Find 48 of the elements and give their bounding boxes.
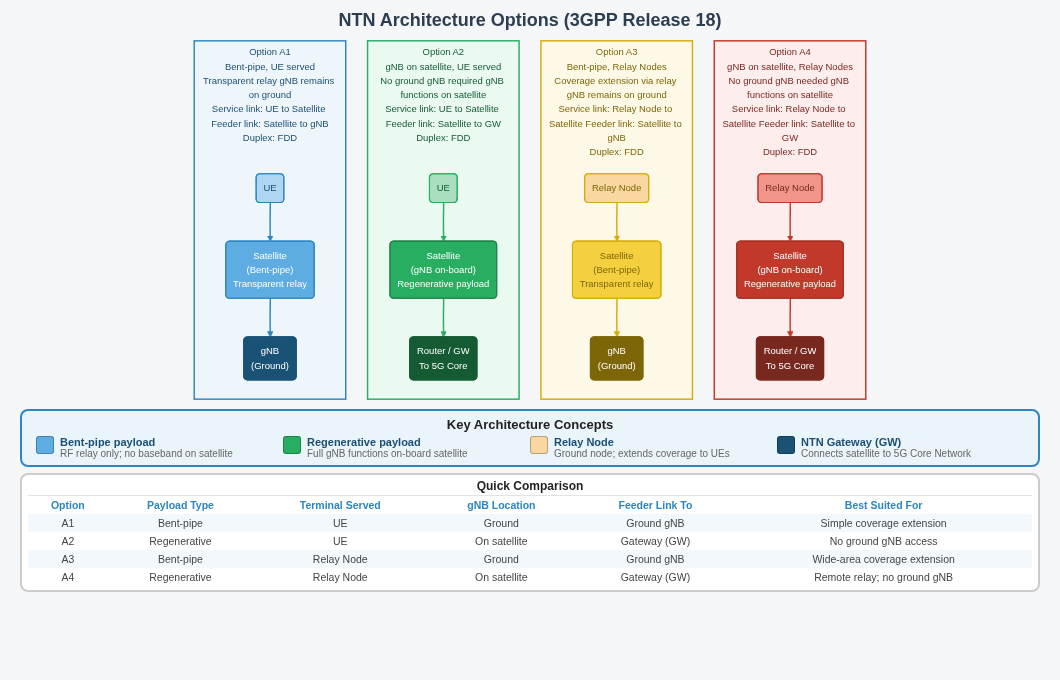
table-cell: A3 — [28, 550, 108, 568]
arrow — [787, 297, 794, 338]
table-cell: UE — [253, 514, 428, 532]
table-cell: On satellite — [427, 568, 576, 586]
table-cell: Gateway (GW) — [575, 568, 736, 586]
table-cell: Bent-pipe — [107, 550, 254, 568]
arrow — [267, 202, 274, 242]
table-cell: Ground gNB — [575, 514, 736, 532]
table-cell: No ground gNB access — [735, 532, 1032, 550]
legend-text: Bent-pipe payload — [60, 436, 156, 448]
table-cell: A4 — [28, 568, 108, 586]
arrow — [613, 202, 621, 242]
legend-description: Full gNB functions on-board satellite — [307, 448, 468, 459]
table-cell: Ground gNB — [575, 550, 736, 568]
diagram-title: NTN Architecture Options (3GPP Release 18) — [337, 10, 723, 31]
arrow — [787, 202, 794, 242]
table-cell: Relay Node — [253, 550, 428, 568]
legend-description: RF relay only; no baseband on satellite — [60, 448, 233, 459]
arrow — [613, 297, 621, 338]
legend-text: Regenerative payload — [307, 436, 421, 448]
table-cell: Relay Node — [253, 568, 428, 586]
table-cell: Bent-pipe — [107, 514, 254, 532]
table-cell: Ground — [427, 514, 576, 532]
architecture-diagram: Option A1 Bent-pipe, UE served Transparent relay gNB remains on ground Service link: UE to Satellite Feeder link: Satellite to gNB Duplex: FDD UE Satellite (Bent-pipe) Transparent relay gNB (Ground) Option A2 gNB on satellite, UE served No ground gNB required gNB functions on satellite Service link: UE to Satellite Feeder link: Satellite to GW Duplex: FDD UE Satellite (gNB on-board) Regenerative payload Router / GW To 5G Core Option A3 Bent-pipe, Relay Nodes Coverage extension via relay gNB remains on ground Service link: Relay Node to Satellite Feeder link: Satellite to gNB Duplex: FDD Relay Node Satellite (Bent-pipe) Transparent relay gNB (Ground) Option A4 gNB on satellite, Relay Nodes No ground gNB needed gNB functions on satellite Service link: Relay Node to Satellite Feeder link: Satellite to GW Duplex: FDD Relay Node Satellite (gNB on-board) Regenerative payload Router / GW To 5G Core — [20, 35, 1040, 405]
arrow — [440, 202, 447, 242]
table-cell: Regenerative — [107, 532, 254, 550]
table-cell: Simple coverage extension — [735, 514, 1032, 532]
cluster — [540, 40, 694, 400]
table-title: Quick Comparison — [475, 479, 585, 493]
table-cell: UE — [253, 532, 428, 550]
cluster — [713, 40, 867, 400]
table-cell: Remote relay; no ground gNB — [735, 568, 1032, 586]
legend-title: Key Architecture Concepts — [445, 417, 615, 432]
table-cell: A1 — [28, 514, 108, 532]
table-cell: Gateway (GW) — [575, 532, 736, 550]
table-cell: A2 — [28, 532, 108, 550]
table-cell: Regenerative — [107, 568, 254, 586]
legend-description: Ground node; extends coverage to UEs — [554, 448, 730, 459]
arrow — [440, 297, 447, 338]
legend-description: Connects satellite to 5G Core Network — [801, 448, 972, 459]
table-cell: Wide-area coverage extension — [735, 550, 1032, 568]
cluster — [366, 40, 520, 400]
table-cell: On satellite — [427, 532, 576, 550]
legend-text: NTN Gateway (GW) — [801, 436, 902, 448]
arrow — [267, 297, 274, 338]
cluster — [193, 40, 347, 400]
legend-text: Relay Node — [554, 436, 614, 448]
table-cell: Ground — [427, 550, 576, 568]
